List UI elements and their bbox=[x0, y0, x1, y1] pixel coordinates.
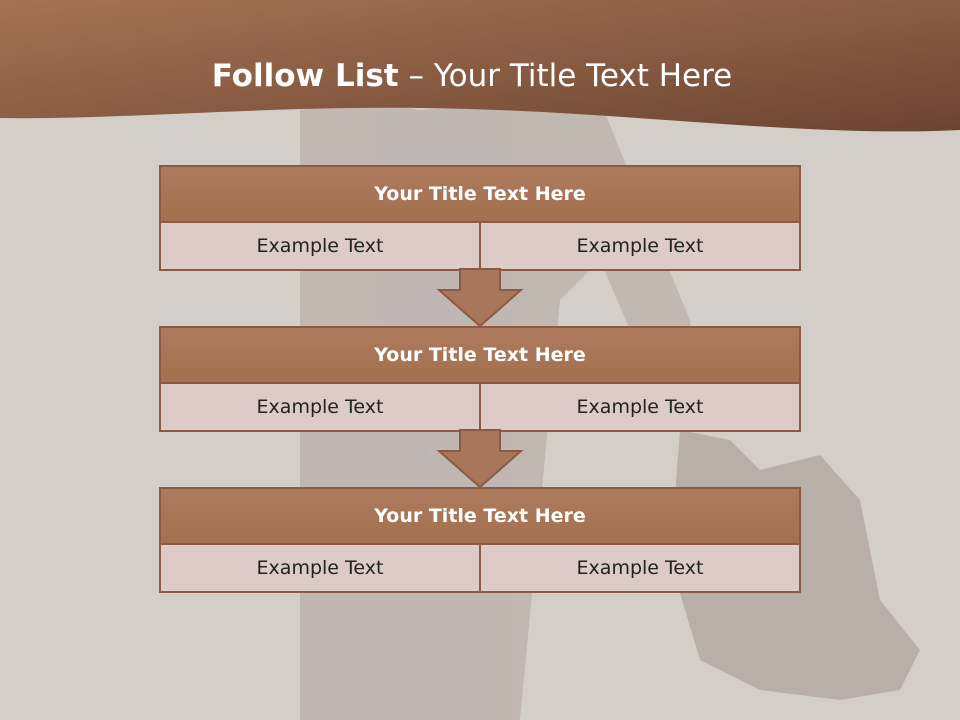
step-box-1: Your Title Text Here Example Text Exampl… bbox=[159, 165, 801, 271]
step-row: Example Text Example Text bbox=[161, 545, 799, 591]
slide-title-bold: Follow List bbox=[211, 58, 399, 94]
step-box-3: Your Title Text Here Example Text Exampl… bbox=[159, 487, 801, 593]
step-title: Your Title Text Here bbox=[161, 328, 799, 384]
slide-title: Follow List – Your Title Text Here bbox=[0, 54, 944, 98]
step-title: Your Title Text Here bbox=[161, 167, 799, 223]
step-cell-right: Example Text bbox=[479, 384, 799, 430]
step-cell-left: Example Text bbox=[161, 545, 479, 591]
header-band bbox=[0, 0, 960, 132]
step-cell-right: Example Text bbox=[479, 223, 799, 269]
step-cell-left: Example Text bbox=[161, 384, 479, 430]
step-title: Your Title Text Here bbox=[161, 489, 799, 545]
step-cell-right: Example Text bbox=[479, 545, 799, 591]
down-arrow-icon bbox=[436, 268, 524, 328]
step-box-2: Your Title Text Here Example Text Exampl… bbox=[159, 326, 801, 432]
down-arrow-icon bbox=[436, 429, 524, 489]
step-row: Example Text Example Text bbox=[161, 223, 799, 269]
slide-title-rest: – Your Title Text Here bbox=[398, 58, 733, 94]
step-cell-left: Example Text bbox=[161, 223, 479, 269]
step-row: Example Text Example Text bbox=[161, 384, 799, 430]
